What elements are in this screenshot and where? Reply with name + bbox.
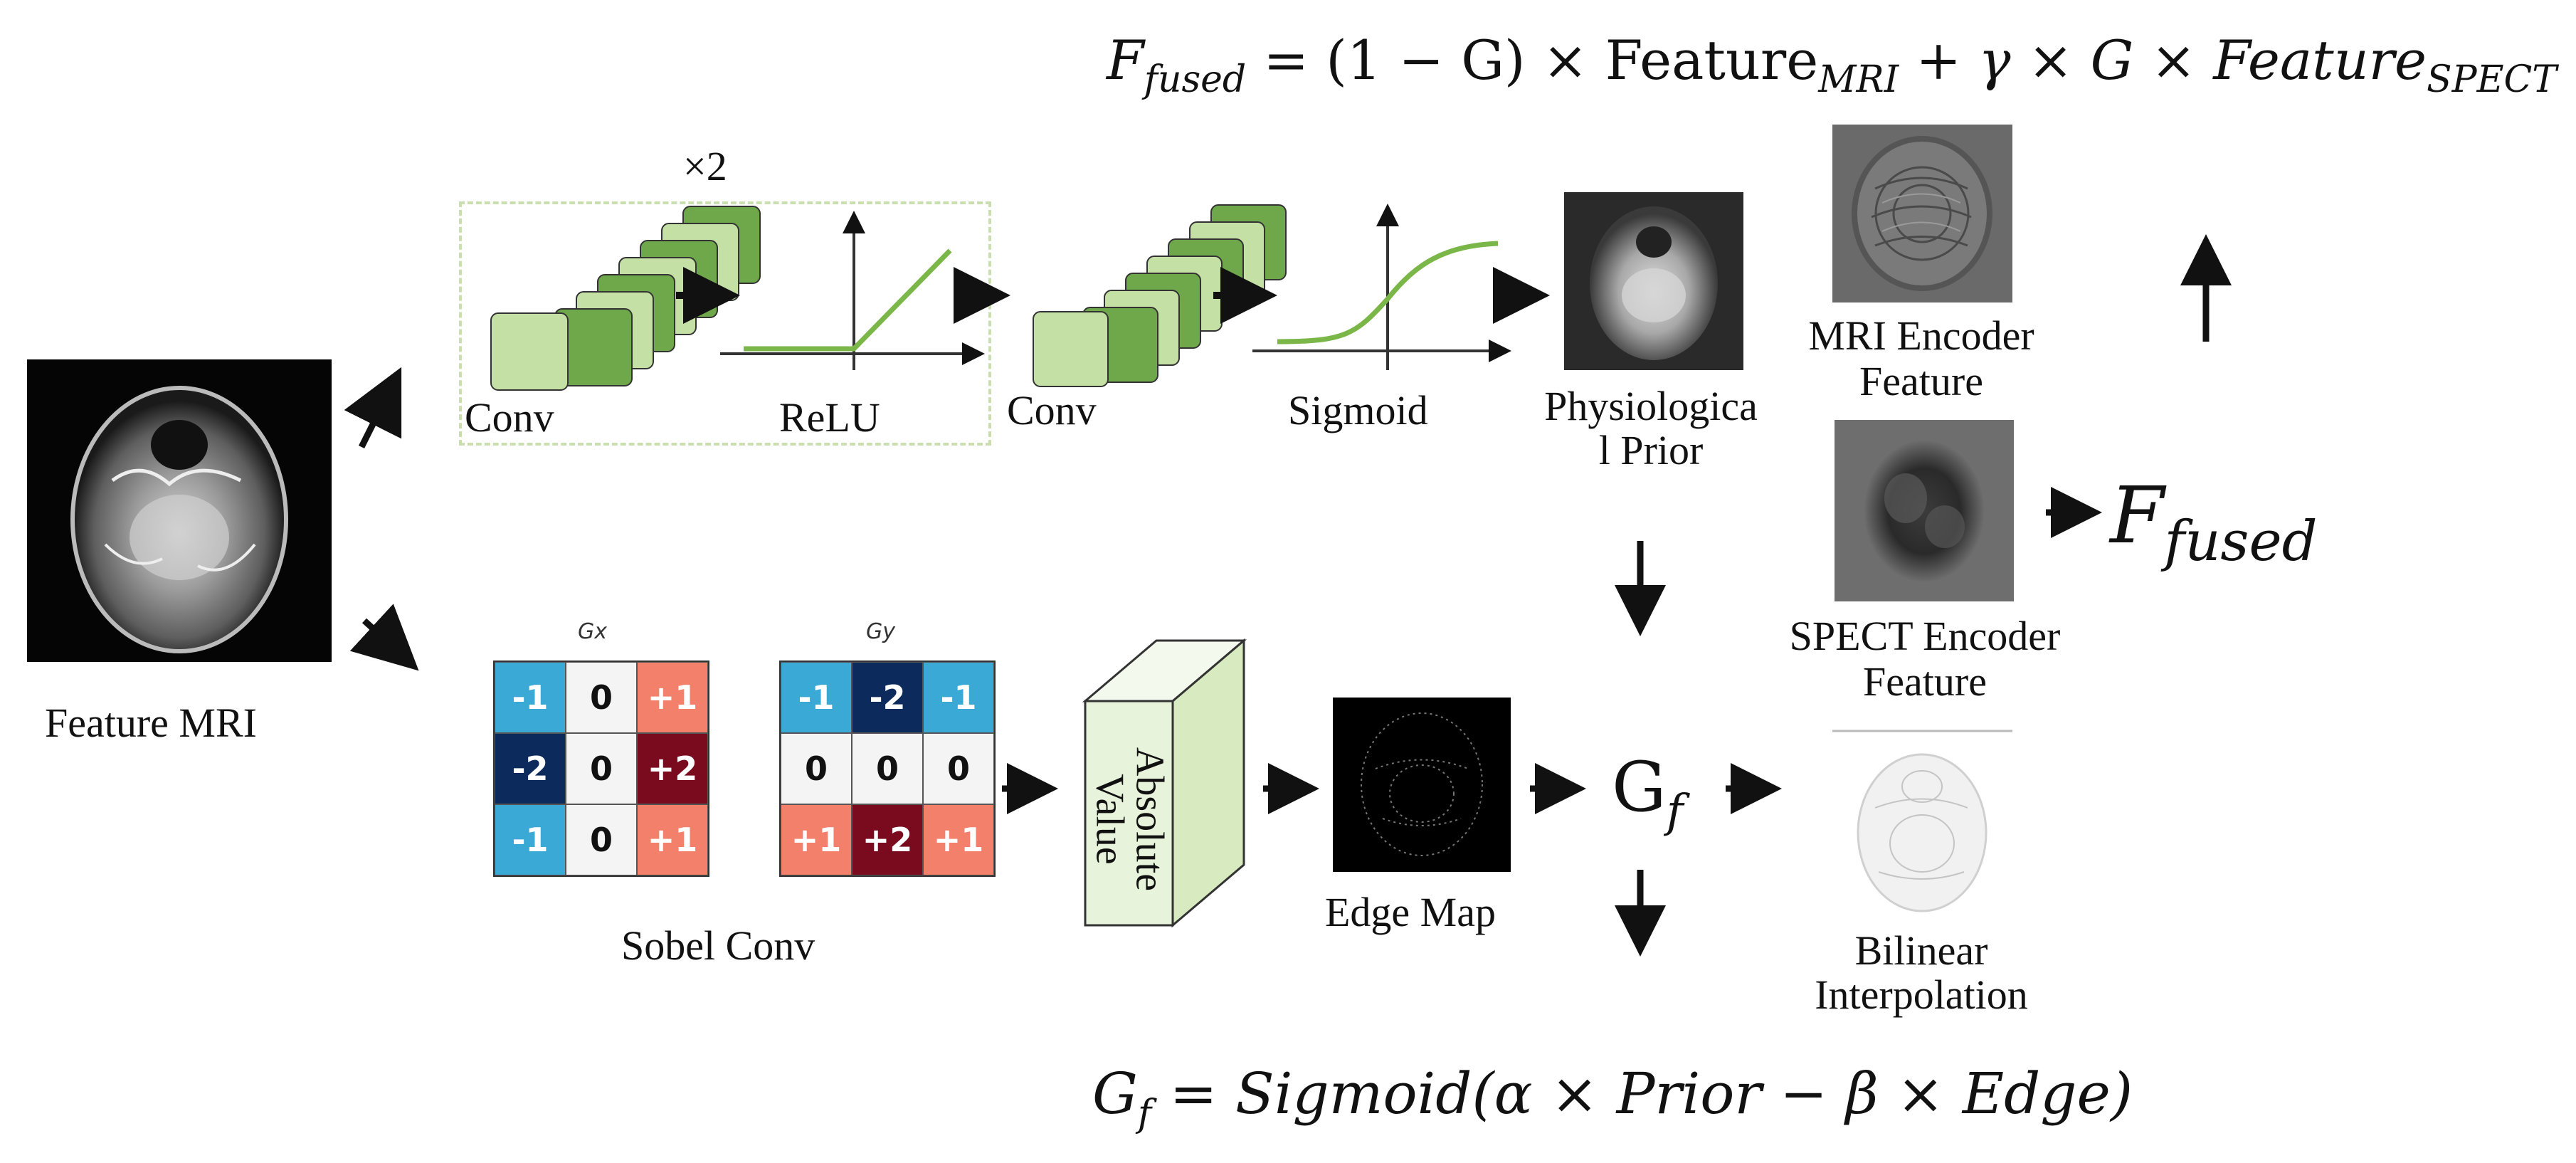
conv2-label: Conv bbox=[1007, 387, 1097, 433]
gx-kernel-cell: -1 bbox=[495, 804, 566, 875]
spect-enc-line2: Feature bbox=[1863, 658, 1987, 705]
fusion-formula: Ffused = (1 − G) × FeatureMRI + γ × G × … bbox=[1107, 28, 2557, 101]
gx-kernel-name: Gx bbox=[578, 619, 608, 644]
gy-kernel-cell: +1 bbox=[923, 804, 994, 875]
formula-rest: + γ × G × Feature bbox=[1899, 28, 2427, 92]
physiological-prior-image bbox=[1564, 192, 1743, 370]
physiological-prior-label: Physiologica l Prior bbox=[1509, 384, 1793, 473]
gx-kernel-cell: 0 bbox=[566, 804, 637, 875]
repeat-label: ×2 bbox=[683, 143, 727, 189]
spect-enc-line1: SPECT Encoder bbox=[1789, 613, 2061, 659]
gy-kernel-name: Gy bbox=[866, 619, 896, 644]
prior-label-line2: l Prior bbox=[1598, 427, 1704, 473]
gx-kernel-cell: +1 bbox=[637, 662, 708, 733]
f-fused-output: Ffused bbox=[2110, 470, 2318, 574]
relu-label: ReLU bbox=[779, 394, 880, 441]
relu-graph bbox=[720, 211, 985, 370]
gy-kernel-cell: +2 bbox=[852, 804, 923, 875]
gx-kernel-cell: -2 bbox=[495, 733, 566, 804]
mri-encoder-feature-label: MRI Encoder Feature bbox=[1758, 313, 2085, 404]
absolute-line1: Absolute bbox=[1127, 747, 1172, 892]
mri-encoder-feature-image bbox=[1832, 125, 2012, 302]
gy-kernel-cell: -1 bbox=[923, 662, 994, 733]
gy-kernel-cell: +1 bbox=[781, 804, 852, 875]
absolute-value-box bbox=[1082, 638, 1247, 928]
gx-kernel-cell: 0 bbox=[566, 662, 637, 733]
conv-stack-1 bbox=[490, 206, 761, 391]
ffused-main: F bbox=[2110, 470, 2165, 561]
mri-enc-line1: MRI Encoder bbox=[1808, 312, 2034, 359]
gx-kernel-cell: -1 bbox=[495, 662, 566, 733]
absolute-line2: Value bbox=[1087, 774, 1132, 865]
sigmoid-label: Sigmoid bbox=[1288, 387, 1428, 433]
gy-kernel-cell: 0 bbox=[781, 733, 852, 804]
formula-rest-sub: SPECT bbox=[2426, 58, 2557, 101]
spect-encoder-feature-label: SPECT Encoder Feature bbox=[1736, 614, 2113, 705]
bilinear-line1: Bilinear bbox=[1854, 927, 1988, 974]
gf-main: G bbox=[1612, 747, 1667, 827]
sigmoid-graph bbox=[1252, 204, 1511, 370]
gy-kernel-cell: 0 bbox=[923, 733, 994, 804]
edge-map-image bbox=[1333, 698, 1511, 872]
bilinear-interpolation-image bbox=[1832, 737, 2012, 922]
sobel-conv-label: Sobel Conv bbox=[621, 922, 815, 969]
gy-kernel-cell: 0 bbox=[852, 733, 923, 804]
gate-formula-lhs-sub: f bbox=[1137, 1093, 1152, 1135]
gf-sub: f bbox=[1666, 785, 1684, 838]
feature-mri-image bbox=[27, 359, 332, 662]
branch-up-arrow bbox=[344, 367, 402, 449]
gate-formula-rhs: = Sigmoid(α × Prior − β × Edge) bbox=[1151, 1061, 2133, 1127]
bilinear-line2: Interpolation bbox=[1815, 972, 2028, 1018]
formula-mid: = (1 − G) × Feature bbox=[1246, 28, 1819, 92]
gx-kernel-cell: 0 bbox=[566, 733, 637, 804]
gx-kernel-cell: +1 bbox=[637, 804, 708, 875]
formula-mid-sub: MRI bbox=[1818, 58, 1899, 101]
ffused-sub: fused bbox=[2164, 510, 2318, 574]
gate-formula-lhs: G bbox=[1092, 1061, 1138, 1127]
conv1-label: Conv bbox=[465, 394, 554, 441]
mri-enc-line2: Feature bbox=[1859, 358, 1983, 404]
edge-map-label: Edge Map bbox=[1325, 889, 1496, 935]
gy-kernel-cell: -2 bbox=[852, 662, 923, 733]
gy-kernel-cell: -1 bbox=[781, 662, 852, 733]
formula-lhs-sub: fused bbox=[1144, 58, 1247, 101]
feature-mri-label: Feature MRI bbox=[45, 700, 257, 746]
gx-kernel-cell: +2 bbox=[637, 733, 708, 804]
formula-lhs: F bbox=[1107, 28, 1144, 92]
gate-formula: Gf = Sigmoid(α × Prior − β × Edge) bbox=[1092, 1061, 2133, 1135]
gf-node: Gf bbox=[1612, 747, 1683, 838]
absolute-value-label: Absolute Value bbox=[1087, 747, 1172, 893]
prior-label-line1: Physiologica bbox=[1544, 383, 1758, 429]
spect-encoder-feature-image bbox=[1835, 420, 2014, 601]
branch-down-arrow bbox=[349, 604, 419, 671]
bilinear-interpolation-label: Bilinear Interpolation bbox=[1765, 929, 2078, 1017]
